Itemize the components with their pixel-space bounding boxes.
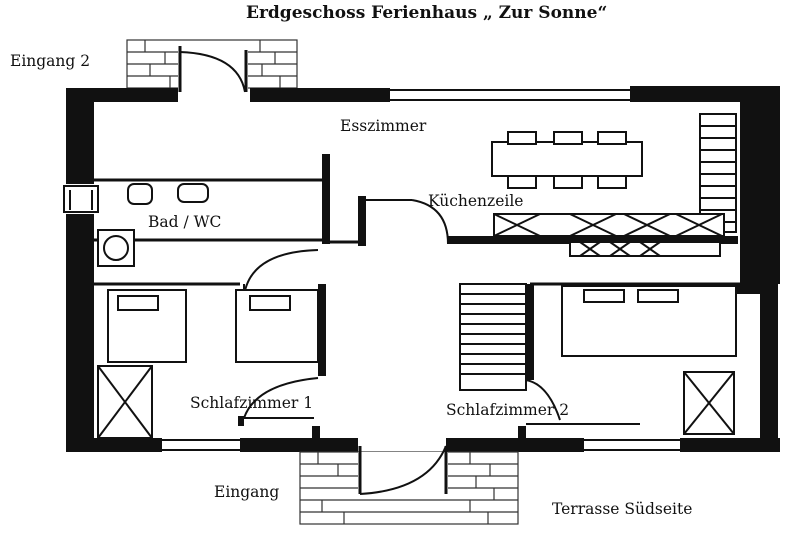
bedroom-2-bed bbox=[561, 285, 737, 357]
label-eingang: Eingang bbox=[214, 483, 279, 501]
main-entrance-door bbox=[358, 445, 448, 496]
bedroom-1-beds bbox=[107, 289, 319, 363]
bedroom-2-wardrobe bbox=[683, 371, 735, 435]
label-esszimmer: Esszimmer bbox=[340, 117, 427, 135]
interior-walls bbox=[94, 154, 742, 440]
dining-table bbox=[491, 131, 643, 189]
label-terrasse: Terrasse Südseite bbox=[552, 500, 692, 518]
dining-stairs-shelf bbox=[699, 113, 737, 233]
outer-walls bbox=[63, 86, 780, 452]
interior-stairs bbox=[459, 283, 527, 391]
bathroom-fixtures bbox=[97, 183, 209, 267]
label-kuechenzeile: Küchenzeile bbox=[428, 192, 523, 210]
label-eingang-2: Eingang 2 bbox=[10, 52, 90, 70]
bedroom-1-wardrobe bbox=[97, 365, 153, 439]
label-schlafzimmer-2: Schlafzimmer 2 bbox=[446, 401, 569, 419]
label-schlafzimmer-1: Schlafzimmer 1 bbox=[190, 394, 313, 412]
label-bad-wc: Bad / WC bbox=[148, 213, 221, 231]
plan-title: Erdgeschoss Ferienhaus „ Zur Sonne“ bbox=[246, 3, 607, 23]
entrance-2-door bbox=[178, 46, 248, 93]
interior-doors bbox=[242, 199, 640, 425]
kitchen-counter bbox=[493, 213, 725, 257]
